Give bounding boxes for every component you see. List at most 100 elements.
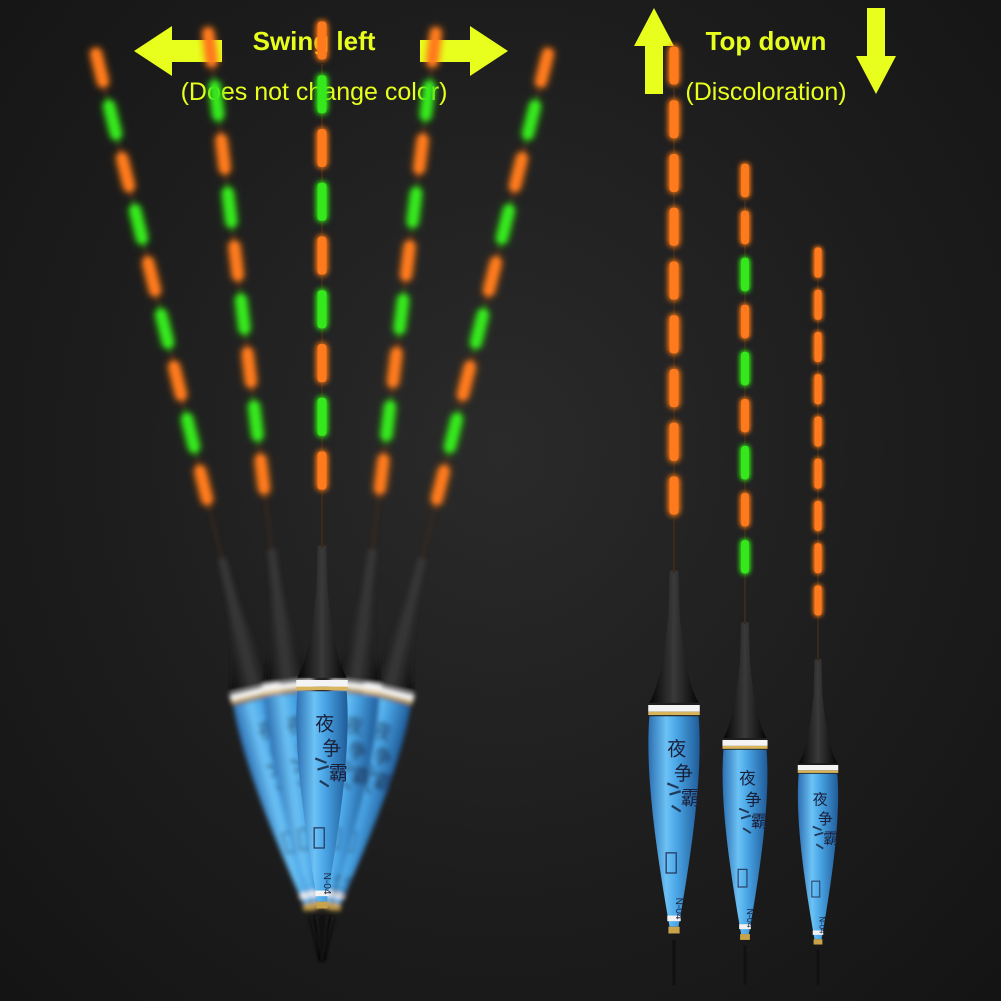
glow-segment: [741, 163, 749, 198]
svg-text:争: 争: [674, 763, 693, 785]
arrow-down-icon: [856, 8, 896, 94]
svg-text:霸: 霸: [371, 770, 395, 796]
glow-segment: [669, 476, 679, 515]
glow-segment: [458, 361, 475, 400]
svg-text:夜: 夜: [343, 714, 365, 738]
svg-text:霸: 霸: [823, 829, 838, 847]
glow-segment: [408, 188, 421, 227]
glow-segment: [741, 493, 749, 527]
glow-segment: [523, 101, 540, 139]
glow-segment: [317, 451, 327, 490]
swing-left-subtitle: (Does not change color): [180, 78, 448, 106]
svg-text:N-04: N-04: [337, 875, 353, 899]
glow-segment: [156, 309, 173, 348]
top-down-subtitle: (Discoloration): [685, 78, 847, 106]
arrow-left-icon: [134, 26, 222, 76]
glow-segment: [536, 48, 553, 87]
svg-text:争: 争: [370, 745, 394, 771]
glow-segment: [317, 21, 327, 60]
glow-segment: [814, 458, 822, 489]
glow-segment: [814, 585, 822, 616]
glow-segment: [510, 153, 527, 191]
glow-segment: [741, 351, 749, 386]
glow-segment: [317, 236, 327, 275]
svg-text:N-04: N-04: [673, 898, 684, 920]
svg-text:夜: 夜: [739, 769, 756, 788]
glow-segment: [814, 416, 822, 447]
glow-segment: [669, 369, 679, 408]
glow-segment: [432, 466, 449, 504]
top-down-title: Top down: [705, 26, 827, 56]
glow-segment: [814, 289, 822, 320]
svg-text:霸: 霸: [751, 812, 768, 831]
glow-segment: [741, 210, 749, 245]
glow-segment: [669, 261, 679, 300]
glow-segment: [216, 134, 230, 174]
glow-segment: [195, 466, 212, 504]
glow-segment: [223, 188, 236, 227]
glow-segment: [117, 153, 134, 191]
glow-segment: [104, 101, 121, 139]
glow-segment: [445, 414, 462, 452]
swing-left-title: Swing left: [252, 26, 376, 56]
swing-float-5: 夜争霸 N-04: [295, 21, 349, 962]
glow-segment: [669, 153, 679, 193]
glow-segment: [210, 81, 223, 120]
glow-segment: [741, 398, 749, 433]
glow-segment: [471, 309, 488, 348]
svg-text:夜: 夜: [315, 713, 334, 735]
glow-segment: [317, 344, 327, 383]
glow-segment: [414, 134, 428, 174]
glow-segment: [242, 348, 256, 387]
glow-segment: [814, 501, 822, 531]
glow-segment: [401, 241, 415, 280]
glow-segment: [375, 455, 389, 494]
glow-segment: [669, 315, 679, 354]
glow-segment: [394, 295, 408, 334]
glow-segment: [203, 28, 217, 67]
glow-segment: [317, 75, 327, 114]
glow-segment: [130, 205, 147, 244]
glow-segment: [317, 397, 327, 436]
glow-segment: [741, 304, 749, 339]
svg-text:N-04: N-04: [329, 873, 343, 896]
glow-segment: [317, 182, 327, 221]
glow-segment: [249, 401, 263, 440]
svg-text:霸: 霸: [350, 765, 372, 789]
svg-text:N-04: N-04: [321, 873, 332, 895]
glow-segment: [255, 455, 269, 494]
svg-text:夜: 夜: [813, 791, 828, 809]
svg-text:争: 争: [346, 740, 368, 764]
glow-segment: [169, 361, 186, 400]
svg-text:夜: 夜: [667, 738, 686, 760]
svg-text:争: 争: [745, 791, 762, 810]
glow-segment: [741, 446, 749, 480]
svg-text:霸: 霸: [329, 763, 348, 785]
glow-segment: [421, 81, 434, 120]
glow-segment: [669, 422, 679, 461]
glow-segment: [317, 290, 327, 329]
glow-segment: [91, 48, 108, 87]
svg-text:争: 争: [818, 810, 833, 828]
glow-segment: [669, 46, 679, 85]
glow-segment: [143, 257, 160, 296]
svg-text:争: 争: [322, 738, 341, 760]
arrow-up-icon: [634, 8, 674, 94]
arrow-right-icon: [420, 26, 508, 76]
glow-segment: [497, 205, 514, 244]
glow-segment: [741, 540, 749, 574]
glow-segment: [814, 374, 822, 405]
glow-segment: [229, 241, 243, 280]
glow-segment: [236, 295, 250, 334]
glow-segment: [388, 348, 402, 387]
glow-segment: [669, 207, 679, 246]
glow-segment: [427, 28, 441, 67]
